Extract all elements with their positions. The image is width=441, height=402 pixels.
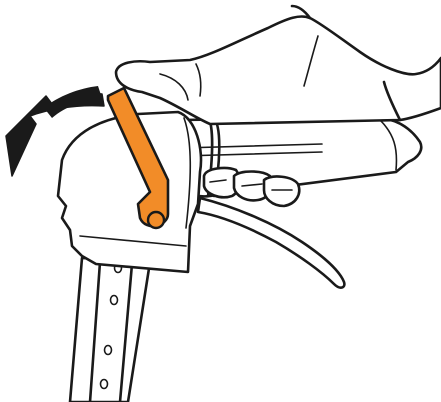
hand: [116, 6, 441, 124]
trigger-lever: [198, 198, 344, 288]
telescopic-pole: [70, 258, 150, 402]
lever-pivot: [148, 212, 164, 228]
